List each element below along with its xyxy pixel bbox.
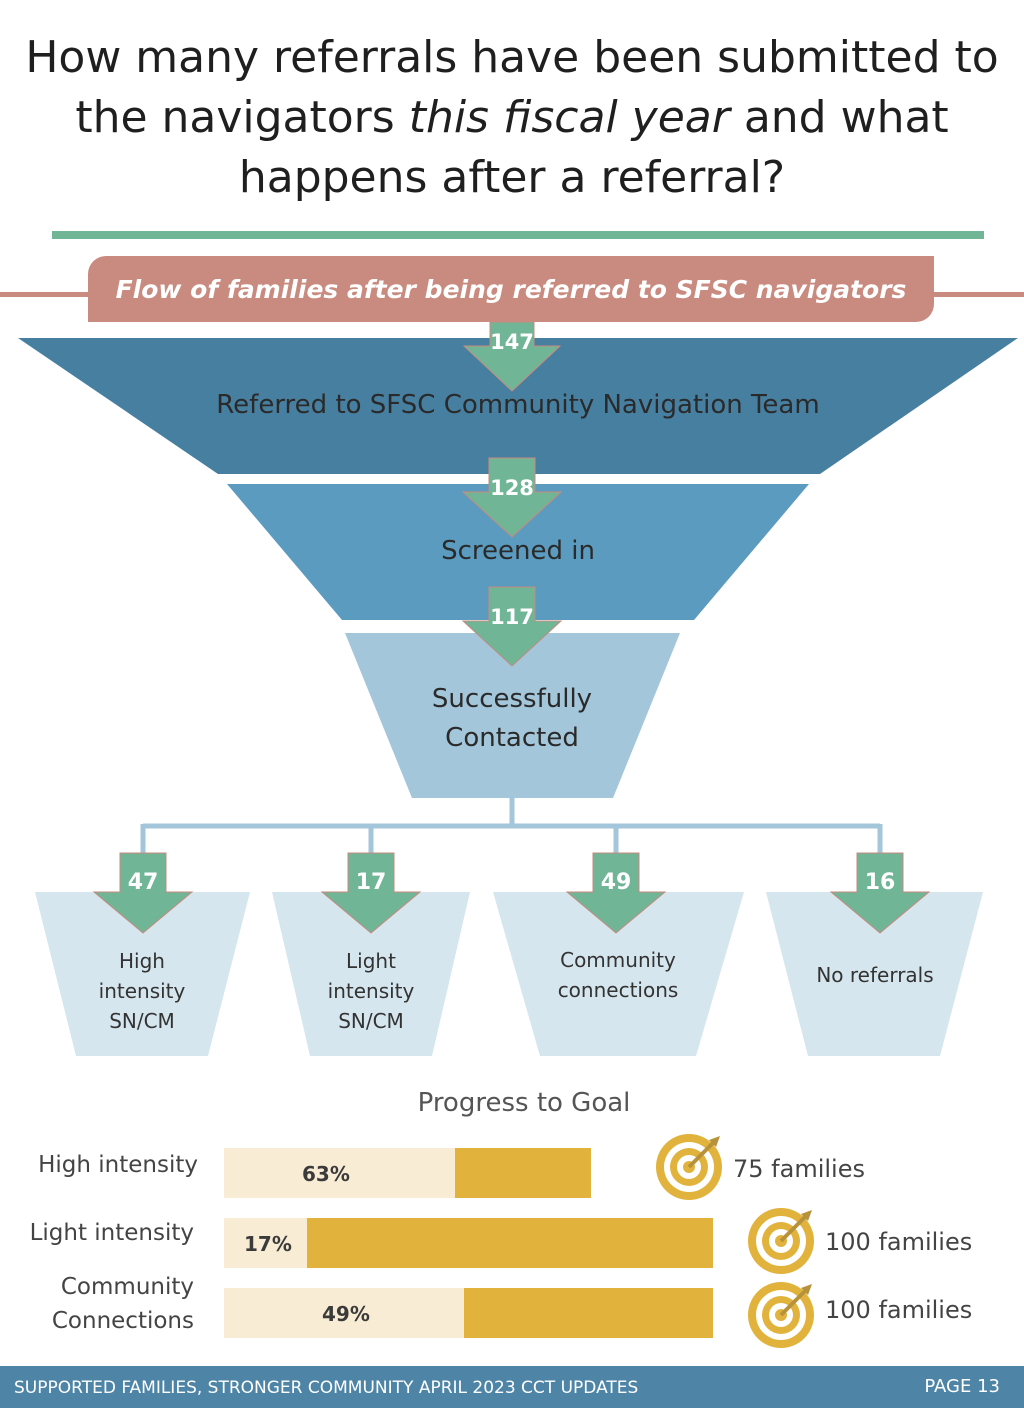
target-icon xyxy=(656,1134,722,1200)
progress-bar-community: 49% xyxy=(224,1288,713,1338)
title-line-2-start: the navigators xyxy=(75,92,409,143)
branch-label-high: High intensity SN/CM xyxy=(52,946,232,1036)
arrow-down-icon xyxy=(92,852,194,934)
count-community: 49 xyxy=(600,870,632,895)
branch-label-none: No referrals xyxy=(775,960,975,990)
label-contacted-line2: Contacted xyxy=(445,723,579,753)
footer-text: SUPPORTED FAMILIES, STRONGER COMMUNITY A… xyxy=(14,1378,639,1398)
progress-percent: 17% xyxy=(244,1232,292,1256)
arrow-down-icon xyxy=(461,586,563,667)
target-icon xyxy=(748,1282,814,1348)
funnel-stage-screened xyxy=(227,484,809,620)
count-high-intensity: 47 xyxy=(127,870,159,895)
branch-box-none xyxy=(766,892,983,1056)
progress-label-high-text: High intensity xyxy=(38,1152,198,1178)
branch-label-community: Community connections xyxy=(518,945,718,1005)
progress-bar-remaining xyxy=(463,1288,713,1338)
label-referred: Referred to SFSC Community Navigation Te… xyxy=(216,390,820,420)
branch-label-light-line2: intensity xyxy=(327,979,415,1003)
arrow-down-icon xyxy=(829,852,931,934)
title-divider xyxy=(52,231,984,239)
label-contacted-line1: Successfully xyxy=(431,684,593,714)
page-number: PAGE 13 xyxy=(924,1376,1000,1397)
count-contacted: 117 xyxy=(490,605,534,629)
branch-label-high-line2: intensity xyxy=(98,979,186,1003)
progress-bar-achieved xyxy=(224,1148,456,1198)
branch-label-light-line3: SN/CM xyxy=(338,1009,404,1033)
arrow-down-icon xyxy=(565,852,667,934)
branch-connectors xyxy=(140,798,883,854)
arrow-down-icon xyxy=(462,321,562,392)
progress-label-light-text: Light intensity xyxy=(29,1220,194,1246)
branch-label-light-line1: Light xyxy=(346,949,396,973)
progress-bar-remaining xyxy=(307,1218,713,1268)
branch-box-light xyxy=(272,892,470,1056)
branch-label-light: Light intensity SN/CM xyxy=(281,946,461,1036)
progress-label-high: High intensity xyxy=(10,1148,198,1182)
funnel-stage-contacted xyxy=(345,633,680,798)
goal-community: 100 families xyxy=(825,1296,973,1324)
progress-label-light: Light intensity xyxy=(10,1216,194,1250)
title-line-1: How many referrals have been submitted t… xyxy=(25,32,999,83)
progress-bar-high: 63% xyxy=(224,1148,591,1198)
title-line-2-italic: this fiscal year xyxy=(408,92,730,143)
count-no-referrals: 16 xyxy=(864,870,896,895)
label-screened: Screened in xyxy=(441,536,595,566)
arrow-down-icon xyxy=(320,852,422,934)
progress-bar-achieved xyxy=(224,1218,308,1268)
target-icon xyxy=(748,1208,814,1274)
branch-label-community-line1: Community xyxy=(560,948,676,972)
title-line-2: the navigators this fiscal year and what xyxy=(0,88,1024,148)
count-light-intensity: 17 xyxy=(355,870,387,895)
progress-bar-remaining xyxy=(455,1148,591,1198)
goal-high: 75 families xyxy=(733,1155,865,1183)
branch-label-high-line3: SN/CM xyxy=(109,1009,175,1033)
arrow-down-icon xyxy=(461,457,563,538)
branch-box-high xyxy=(35,892,250,1056)
goal-light: 100 families xyxy=(825,1228,973,1256)
branch-label-high-line1: High xyxy=(119,949,165,973)
progress-percent: 49% xyxy=(322,1302,370,1326)
page-title: How many referrals have been submitted t… xyxy=(0,28,1024,208)
progress-bar-achieved xyxy=(224,1288,464,1338)
progress-label-community-line1: Community xyxy=(60,1274,194,1300)
progress-label-community-line2: Connections xyxy=(51,1308,194,1334)
progress-title: Progress to Goal xyxy=(417,1088,631,1118)
flow-banner: Flow of families after being referred to… xyxy=(88,256,934,322)
title-line-3: happens after a referral? xyxy=(238,152,786,203)
count-referred: 147 xyxy=(490,330,534,354)
flow-banner-text: Flow of families after being referred to… xyxy=(115,274,907,304)
branch-box-community xyxy=(493,892,744,1056)
footer-bar: SUPPORTED FAMILIES, STRONGER COMMUNITY A… xyxy=(0,1366,1024,1408)
branch-label-none-line1: No referrals xyxy=(816,963,934,987)
label-contacted: Successfully Contacted xyxy=(362,680,662,758)
branch-label-community-line2: connections xyxy=(557,978,679,1002)
title-line-2-end: and what xyxy=(729,92,949,143)
progress-label-community: Community Connections xyxy=(10,1270,194,1338)
progress-percent: 63% xyxy=(302,1162,350,1186)
progress-bar-light: 17% xyxy=(224,1218,713,1268)
funnel-stage-referred xyxy=(18,338,1018,474)
count-screened: 128 xyxy=(490,476,534,500)
